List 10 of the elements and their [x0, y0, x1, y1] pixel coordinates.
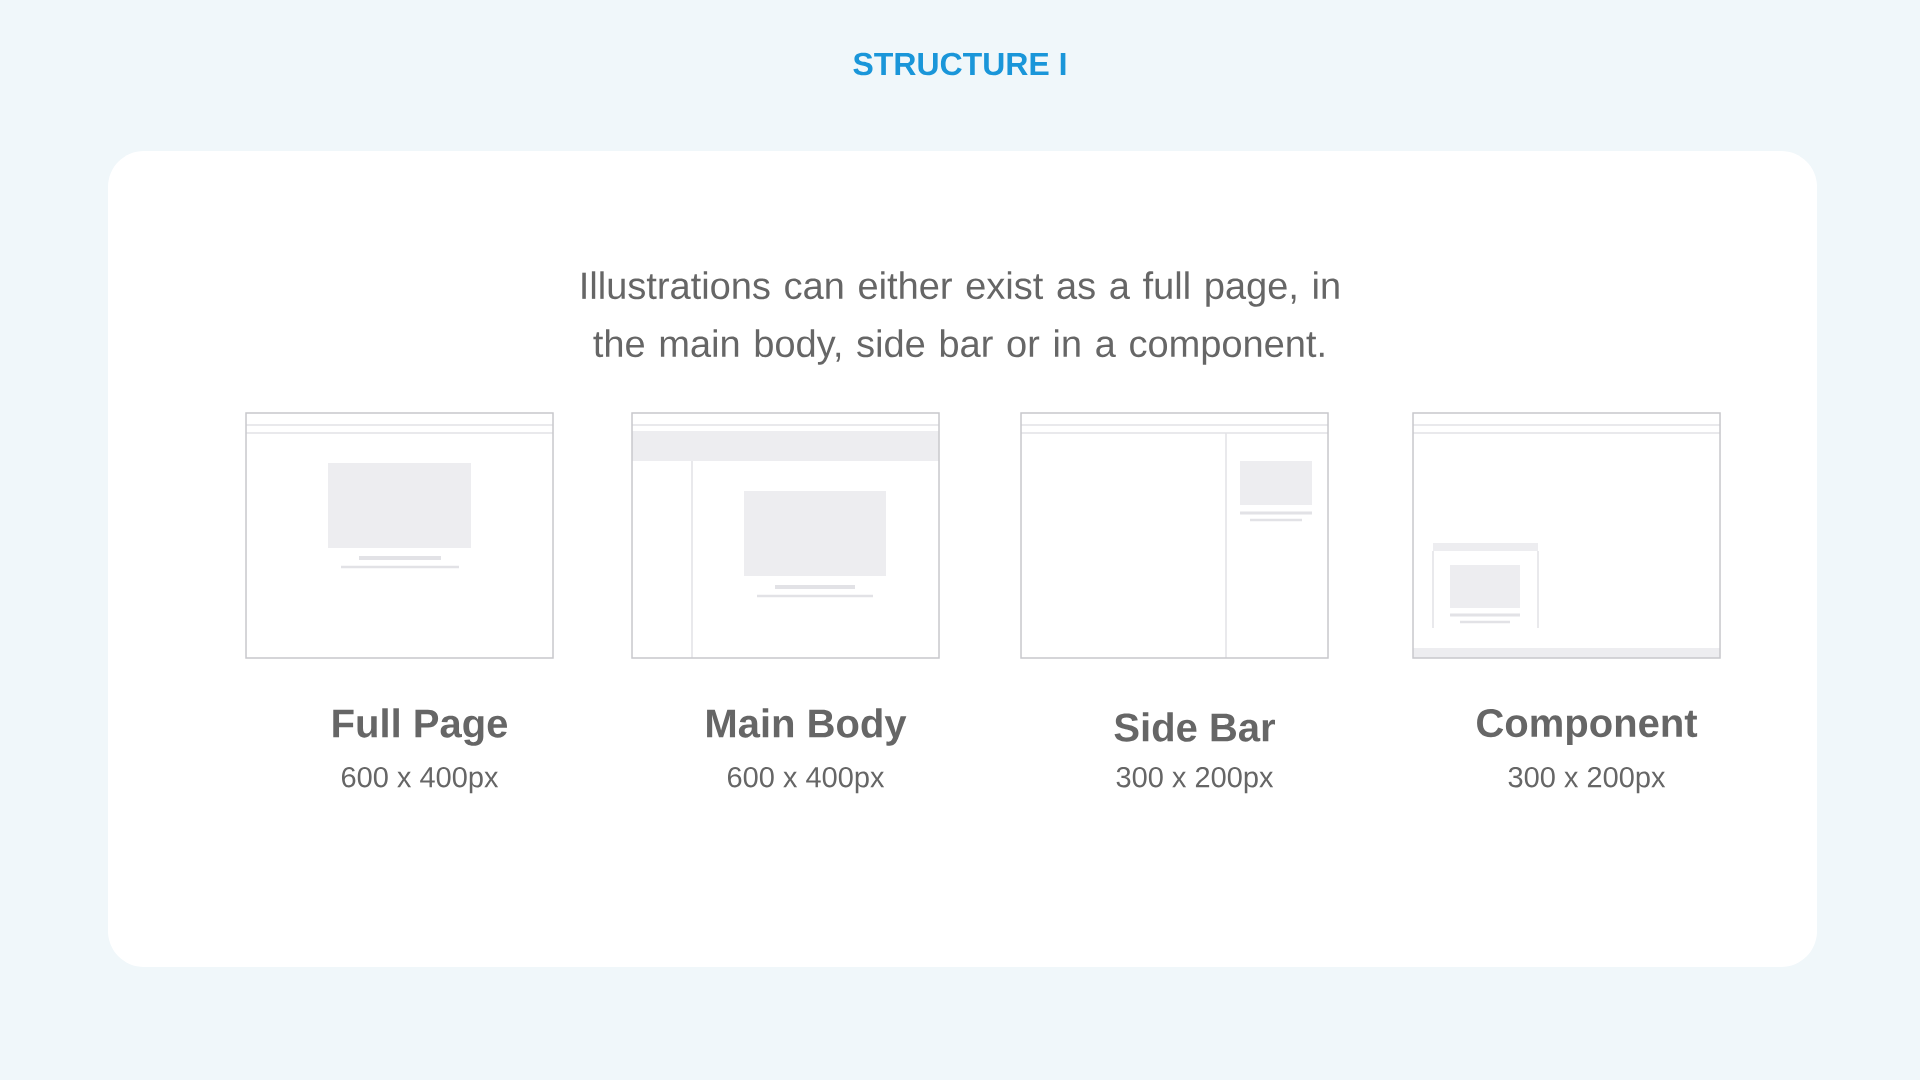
layout-heading: Side Bar — [1114, 712, 1275, 742]
size-label: 600 x 400px — [341, 766, 499, 794]
layout-heading: Full Page — [333, 708, 508, 746]
layout-heading: Component — [1477, 708, 1698, 746]
layout-heading: Main Body — [707, 708, 907, 746]
title: STRUCTURE I — [853, 52, 1066, 76]
size-label: 300 x 200px — [1508, 766, 1666, 794]
size-label: 300 x 200px — [1116, 766, 1274, 794]
size-label: 600 x 400px — [728, 766, 885, 794]
intro-text: Illustrations can either exist as a full page, in the main body, side bar or in a component. — [582, 271, 1339, 365]
